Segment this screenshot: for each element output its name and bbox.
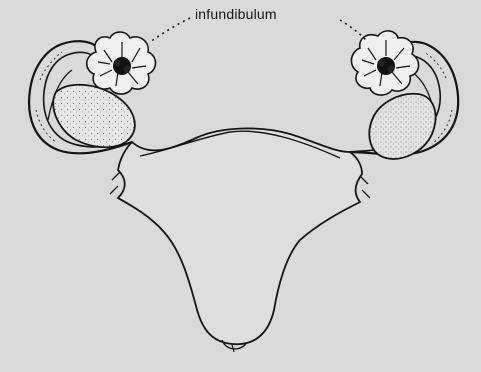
infundibulum-label: infundibulum: [195, 6, 277, 22]
left-fimbriae: [87, 32, 156, 94]
uterus: [110, 128, 370, 344]
right-fimbriae: [351, 31, 418, 95]
